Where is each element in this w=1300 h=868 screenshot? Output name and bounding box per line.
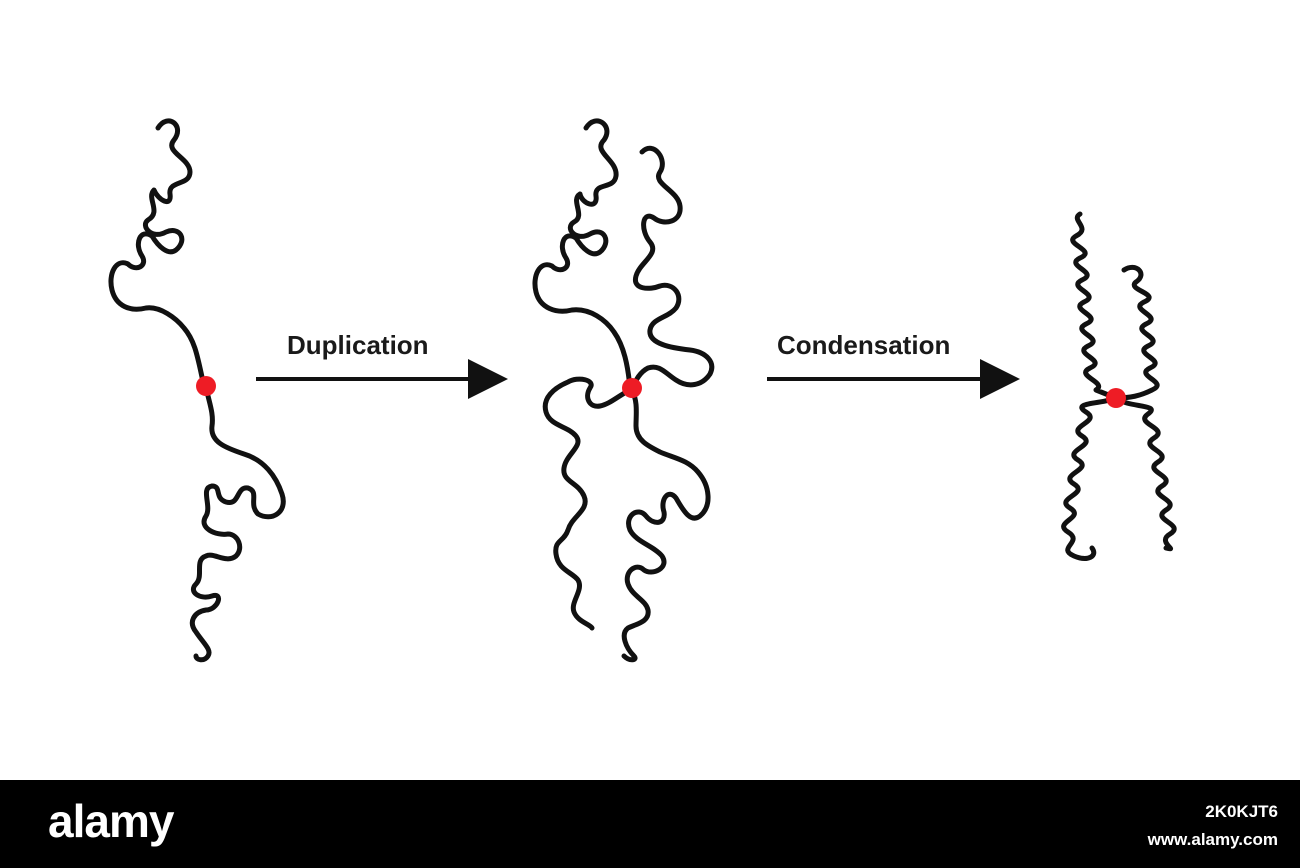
watermark-footer: alamy 2K0KJT6 www.alamy.com (0, 780, 1300, 868)
chromatin-strand-single (108, 118, 286, 663)
site-url-text: www.alamy.com (1147, 830, 1278, 849)
centromere-dot (196, 376, 216, 396)
brand-logo: alamy (48, 795, 174, 847)
chromosome-condensed (1061, 211, 1177, 561)
centromere-dot (622, 378, 642, 398)
image-id-text: 2K0KJT6 (1205, 802, 1278, 821)
step-label-condensation: Condensation (777, 330, 951, 360)
diagram-canvas (108, 118, 1177, 663)
step-label-duplication: Duplication (287, 330, 429, 360)
centromere-dot (1106, 388, 1126, 408)
chromatin-strands-duplicated (532, 118, 715, 663)
